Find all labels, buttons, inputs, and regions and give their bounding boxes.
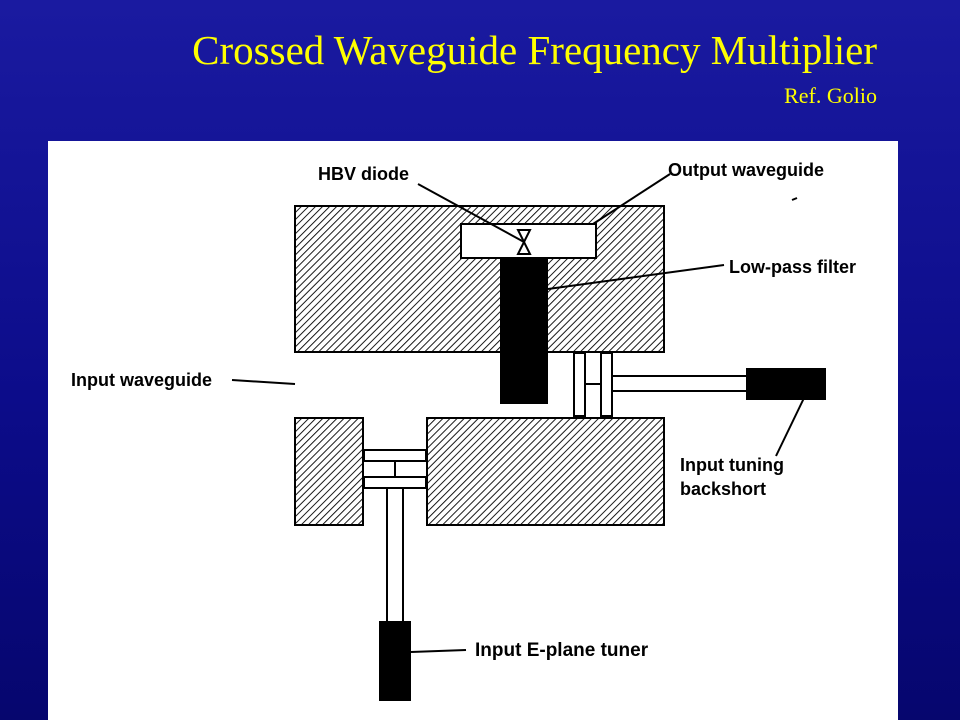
leader-input-tuning-backshort	[775, 397, 805, 457]
lower-left-block	[294, 417, 364, 526]
hbv-diode-symbol-lower	[516, 239, 532, 255]
eplane-plunger-top	[363, 449, 427, 462]
eplane-tuner-handle	[379, 621, 411, 701]
label-output-waveguide: Output waveguide	[668, 160, 824, 180]
reference-label: Ref. Golio	[784, 83, 877, 108]
tick-mark	[791, 197, 798, 201]
slide-title: Crossed Waveguide Frequency Multiplier	[192, 27, 877, 73]
hbv-diode-symbol	[516, 229, 532, 245]
eplane-rod	[386, 487, 404, 624]
backshort-rod	[611, 375, 749, 392]
backshort-plunger-left	[573, 352, 586, 417]
label-input-eplane-tuner: Input E-plane tuner	[475, 640, 649, 661]
label-input-waveguide: Input waveguide	[71, 370, 212, 390]
label-input-tuning-line1: Input tuning	[680, 455, 784, 475]
backshort-handle	[746, 368, 826, 400]
leader-input-waveguide	[231, 379, 296, 385]
low-pass-filter	[500, 258, 548, 404]
leader-output-waveguide	[592, 173, 671, 225]
backshort-plunger-right	[600, 352, 613, 417]
diagram-panel: HBV diode Output waveguide Low-pass filt…	[48, 141, 898, 720]
waveguide-diagram: HBV diode Output waveguide Low-pass filt…	[71, 160, 856, 701]
eplane-plunger-bottom	[363, 476, 427, 489]
label-hbv-diode: HBV diode	[318, 164, 409, 184]
label-input-tuning-line2: backshort	[680, 479, 766, 499]
leader-input-eplane-tuner	[410, 649, 467, 653]
label-low-pass-filter: Low-pass filter	[729, 257, 856, 277]
lower-right-block	[426, 417, 665, 526]
leader-hbv-diode	[417, 183, 525, 243]
leader-low-pass-filter	[547, 264, 725, 290]
